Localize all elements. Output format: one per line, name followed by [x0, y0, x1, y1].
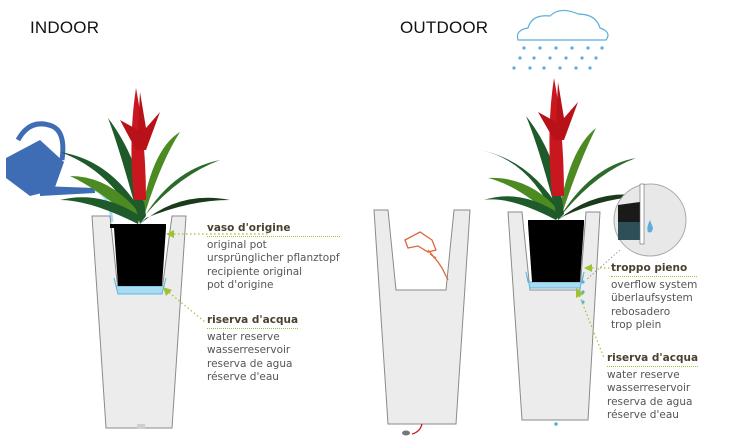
label-line: pot d'origine [207, 278, 274, 291]
label-line: water reserve [607, 369, 680, 382]
pointer-arrow-icon [584, 264, 592, 272]
label-line: überlaufsystem [611, 292, 693, 305]
watering-can-icon [6, 121, 114, 223]
outdoor-title: OUTDOOR [400, 18, 489, 37]
pointer-water-reserve [165, 289, 206, 323]
label-overflow: troppo pieno overflow system überlaufsys… [611, 262, 698, 332]
drain-cap-icon [402, 430, 410, 436]
label-line: réserve d'eau [607, 408, 679, 421]
drain-plug-icon [137, 424, 145, 429]
label-water-reserve-indoor: riserva d'acqua water reserve wasserrese… [207, 314, 299, 384]
label-line: recipiente original [207, 265, 303, 278]
label-line: reserva de agua [607, 395, 693, 408]
plant-outdoor-icon [480, 78, 644, 220]
label-line: overflow system [611, 279, 698, 292]
label-original-pot: vaso d'origine original pot ursprünglich… [207, 222, 340, 292]
label-line: water reserve [207, 331, 280, 344]
label-heading: riserva d'acqua [207, 314, 299, 330]
label-line: reserva de agua [207, 357, 293, 370]
label-heading: troppo pieno [611, 262, 698, 278]
rain-cloud-icon [512, 9, 609, 70]
label-heading: riserva d'acqua [607, 352, 699, 368]
remove-arrow-icon [411, 423, 423, 435]
label-line: wasserreservoir [607, 382, 691, 395]
label-line: réserve d'eau [207, 370, 279, 383]
label-line: trop plein [611, 318, 662, 331]
indoor-title: INDOOR [30, 18, 100, 37]
pointer-arrow-icon [576, 288, 584, 298]
indoor-planter [91, 215, 187, 429]
label-line: rebosadero [611, 305, 671, 318]
original-pot-outdoor [528, 220, 584, 282]
plant-indoor-icon [60, 88, 230, 224]
pointer-arrow-icon [166, 230, 174, 238]
outdoor-planter-empty [373, 209, 471, 425]
overflow-drops-icon [554, 280, 585, 426]
pointer-arrow-icon [163, 287, 172, 296]
drill-icon [404, 231, 449, 281]
overflow-detail-magnifier [585, 183, 687, 281]
label-line: original pot [207, 239, 267, 252]
label-heading: vaso d'origine [207, 222, 340, 238]
outdoor-planter [507, 211, 601, 421]
water-reserve-outdoor [525, 271, 585, 289]
label-water-reserve-outdoor: riserva d'acqua water reserve wasserrese… [607, 352, 699, 422]
label-line: ursprünglicher pflanztopf [207, 252, 340, 265]
label-line: wasserreservoir [207, 344, 291, 357]
original-pot-indoor [110, 224, 166, 286]
